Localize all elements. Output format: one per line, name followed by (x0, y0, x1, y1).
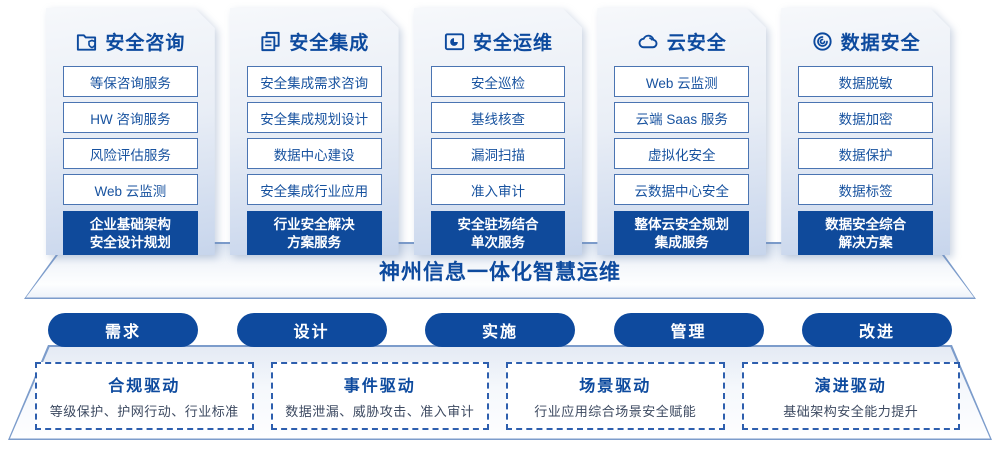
highlight-line: 安全设计规划 (89, 234, 171, 250)
service-item: 数据保护 (798, 138, 933, 169)
driver-box-evolution: 演进驱动 基础架构安全能力提升 (741, 362, 960, 430)
column-title: 安全集成 (289, 32, 370, 54)
service-item: 安全集成规划设计 (247, 102, 382, 133)
column-title: 安全运维 (472, 32, 553, 54)
service-item: 安全集成需求咨询 (247, 66, 382, 97)
highlight-box: 企业基础架构 安全设计规划 (63, 211, 198, 256)
column-title: 云安全 (666, 32, 727, 54)
service-item: 等保咨询服务 (63, 66, 198, 97)
driver-title: 场景驱动 (579, 378, 652, 395)
service-column-cloud-security: 云安全 Web 云监测 云端 Saas 服务 虚拟化安全 云数据中心安全 整体云… (597, 8, 766, 255)
driver-desc: 等级保护、护网行动、行业标准 (49, 404, 239, 419)
driver-boxes: 合规驱动 等级保护、护网行动、行业标准 事件驱动 数据泄漏、威胁攻击、准入审计 … (35, 362, 960, 430)
service-item: 风险评估服务 (63, 138, 198, 169)
highlight-line: 单次服务 (470, 234, 525, 250)
card-body: 安全运维 安全巡检 基线核查 漏洞扫描 准入审计 安全驻场结合 单次服务 (414, 8, 583, 255)
highlight-line: 集成服务 (654, 234, 709, 250)
driver-box-scenario: 场景驱动 行业应用综合场景安全赋能 (506, 362, 725, 430)
service-item: 安全集成行业应用 (247, 174, 382, 205)
process-steps: 需求 设计 实施 管理 改进 (48, 313, 952, 347)
service-item: 虚拟化安全 (614, 138, 749, 169)
highlight-line: 整体云安全规划 (634, 217, 730, 232)
driver-title: 事件驱动 (343, 378, 416, 395)
service-item: 数据脱敏 (798, 66, 933, 97)
service-item: Web 云监测 (614, 66, 749, 97)
highlight-box: 安全驻场结合 单次服务 (431, 211, 566, 256)
service-item: 云端 Saas 服务 (614, 102, 749, 133)
driver-desc: 基础架构安全能力提升 (783, 404, 919, 419)
service-item: 基线核查 (431, 102, 566, 133)
pill-demand: 需求 (48, 313, 198, 347)
column-header: 安全集成 (230, 26, 399, 56)
service-item: 数据中心建设 (247, 138, 382, 169)
driver-title: 合规驱动 (108, 378, 181, 395)
driver-title: 演进驱动 (814, 378, 887, 395)
column-header: 安全咨询 (46, 26, 215, 56)
column-header: 云安全 (597, 26, 766, 56)
column-title: 安全咨询 (105, 32, 186, 54)
pill-management: 管理 (613, 313, 764, 347)
card-body: 数据安全 数据脱敏 数据加密 数据保护 数据标签 数据安全综合 解决方案 (781, 8, 950, 255)
folder-shield-icon (75, 30, 98, 53)
highlight-box: 行业安全解决 方案服务 (247, 211, 382, 256)
driver-desc: 数据泄漏、威胁攻击、准入审计 (285, 404, 475, 419)
fingerprint-icon (811, 30, 834, 53)
pill-improvement: 改进 (802, 313, 952, 347)
column-header: 安全运维 (414, 26, 583, 56)
banner-title: 神州信息一体化智慧运维 (379, 260, 621, 284)
service-columns: 安全咨询 等保咨询服务 HW 咨询服务 风险评估服务 Web 云监测 企业基础架… (46, 8, 950, 255)
highlight-line: 行业安全解决 (273, 217, 355, 232)
pill-implementation: 实施 (425, 313, 575, 347)
driver-desc: 行业应用综合场景安全赋能 (534, 404, 697, 419)
highlight-line: 企业基础架构 (89, 217, 171, 232)
highlight-box: 数据安全综合 解决方案 (798, 211, 933, 256)
service-column-operations: 安全运维 安全巡检 基线核查 漏洞扫描 准入审计 安全驻场结合 单次服务 (414, 8, 583, 255)
highlight-line: 解决方案 (838, 234, 893, 250)
driver-box-compliance: 合规驱动 等级保护、护网行动、行业标准 (35, 362, 254, 430)
service-item: 安全巡检 (431, 66, 566, 97)
highlight-line: 安全驻场结合 (457, 217, 539, 232)
card-body: 安全集成 安全集成需求咨询 安全集成规划设计 数据中心建设 安全集成行业应用 行… (230, 8, 399, 255)
pill-design: 设计 (236, 313, 387, 347)
service-item: 准入审计 (431, 174, 566, 205)
service-item: 数据加密 (798, 102, 933, 133)
service-item: Web 云监测 (63, 174, 198, 205)
column-header: 数据安全 (781, 26, 950, 56)
highlight-line: 方案服务 (287, 234, 342, 250)
service-item: 云数据中心安全 (614, 174, 749, 205)
cloud-icon (637, 30, 660, 53)
service-item: HW 咨询服务 (63, 102, 198, 133)
card-body: 云安全 Web 云监测 云端 Saas 服务 虚拟化安全 云数据中心安全 整体云… (597, 8, 766, 255)
highlight-box: 整体云安全规划 集成服务 (614, 211, 749, 256)
documents-icon (259, 30, 282, 53)
driver-box-incident: 事件驱动 数据泄漏、威胁攻击、准入审计 (270, 362, 489, 430)
service-column-data-security: 数据安全 数据脱敏 数据加密 数据保护 数据标签 数据安全综合 解决方案 (781, 8, 950, 255)
pie-folder-icon (443, 30, 466, 53)
card-body: 安全咨询 等保咨询服务 HW 咨询服务 风险评估服务 Web 云监测 企业基础架… (46, 8, 215, 255)
highlight-line: 数据安全综合 (825, 217, 907, 232)
service-item: 数据标签 (798, 174, 933, 205)
column-title: 数据安全 (840, 32, 921, 54)
service-item: 漏洞扫描 (431, 138, 566, 169)
service-column-integration: 安全集成 安全集成需求咨询 安全集成规划设计 数据中心建设 安全集成行业应用 行… (230, 8, 399, 255)
service-column-consulting: 安全咨询 等保咨询服务 HW 咨询服务 风险评估服务 Web 云监测 企业基础架… (46, 8, 215, 255)
